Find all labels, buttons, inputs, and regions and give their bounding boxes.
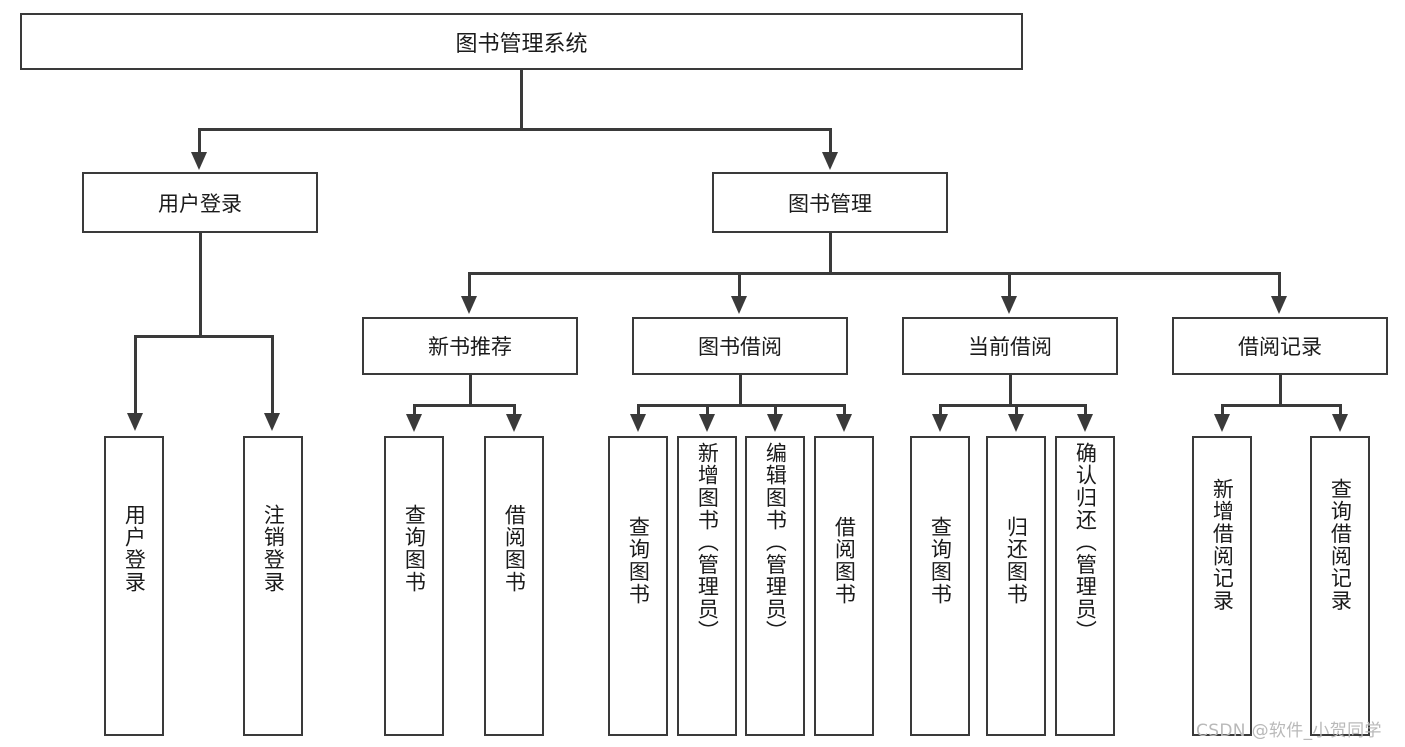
connector-book-mgmt-c3	[1008, 272, 1011, 298]
connector-current-leaf2	[1015, 404, 1018, 416]
connector-root-to-user-login	[198, 128, 201, 154]
connector-newbook-stem	[469, 375, 472, 405]
leaf-query-book-borrow[interactable]: 查询图书	[608, 436, 668, 736]
node-book-management-label: 图书管理	[788, 191, 872, 216]
connector-record-stem	[1279, 375, 1282, 405]
arrow-current-leaf3	[1077, 414, 1093, 432]
connector-record-bus	[1221, 404, 1339, 407]
connector-borrow-stem	[739, 375, 742, 405]
connector-root-bus	[198, 128, 832, 131]
leaf-add-book-admin[interactable]: 新增图书（管理员）	[677, 436, 737, 736]
arrow-root-to-user-login	[191, 152, 207, 170]
connector-newbook-leaf2	[513, 404, 516, 416]
connector-newbook-bus	[413, 404, 515, 407]
node-user-login[interactable]: 用户登录	[82, 172, 318, 233]
connector-borrow-leaf2	[706, 404, 709, 416]
node-root[interactable]: 图书管理系统	[20, 13, 1023, 70]
leaf-borrow-book-newbook[interactable]: 借阅图书	[484, 436, 544, 736]
connector-user-login-bus	[134, 335, 273, 338]
leaf-query-book-current[interactable]: 查询图书	[910, 436, 970, 736]
connector-root-stem	[520, 70, 523, 128]
node-borrow-record[interactable]: 借阅记录	[1172, 317, 1388, 375]
leaf-query-borrow-record[interactable]: 查询借阅记录	[1310, 436, 1370, 736]
connector-book-mgmt-bus	[468, 272, 1280, 275]
arrow-borrow-leaf3	[767, 414, 783, 432]
node-new-book-recommend[interactable]: 新书推荐	[362, 317, 578, 375]
leaf-user-login-label: 用户登录	[122, 504, 147, 594]
leaf-add-book-admin-label: 新增图书（管理员）	[695, 442, 720, 643]
arrow-book-mgmt-c2	[731, 296, 747, 314]
connector-newbook-leaf1	[413, 404, 416, 416]
leaf-edit-book-admin-label: 编辑图书（管理员）	[763, 442, 788, 643]
node-root-label: 图书管理系统	[455, 31, 588, 57]
leaf-query-book-current-label: 查询图书	[928, 516, 953, 606]
node-book-borrow-label: 图书借阅	[698, 335, 782, 359]
arrow-borrow-leaf2	[699, 414, 715, 432]
arrow-borrow-leaf1	[630, 414, 646, 432]
node-book-borrow[interactable]: 图书借阅	[632, 317, 848, 375]
arrow-root-to-book-mgmt	[822, 152, 838, 170]
leaf-query-book-newbook[interactable]: 查询图书	[384, 436, 444, 736]
leaf-borrow-book-borrow-label: 借阅图书	[832, 516, 857, 606]
arrow-newbook-leaf2	[506, 414, 522, 432]
leaf-confirm-return-admin[interactable]: 确认归还（管理员）	[1055, 436, 1115, 736]
leaf-borrow-book-borrow[interactable]: 借阅图书	[814, 436, 874, 736]
leaf-query-book-borrow-label: 查询图书	[626, 516, 651, 606]
leaf-confirm-return-admin-label: 确认归还（管理员）	[1073, 442, 1098, 643]
leaf-edit-book-admin[interactable]: 编辑图书（管理员）	[745, 436, 805, 736]
node-borrow-record-label: 借阅记录	[1238, 335, 1322, 359]
arrow-record-leaf1	[1214, 414, 1230, 432]
node-current-borrow-label: 当前借阅	[968, 335, 1052, 359]
csdn-watermark: CSDN @软件_小贺同学	[1196, 721, 1382, 741]
arrow-book-mgmt-c4	[1271, 296, 1287, 314]
arrow-current-leaf2	[1008, 414, 1024, 432]
connector-borrow-leaf1	[637, 404, 640, 416]
node-new-book-recommend-label: 新书推荐	[428, 335, 512, 359]
leaf-return-book[interactable]: 归还图书	[986, 436, 1046, 736]
leaf-add-borrow-record[interactable]: 新增借阅记录	[1192, 436, 1252, 736]
leaf-add-borrow-record-label: 新增借阅记录	[1210, 478, 1235, 612]
connector-root-to-book-mgmt	[829, 128, 832, 154]
connector-borrow-leaf4	[843, 404, 846, 416]
leaf-logout[interactable]: 注销登录	[243, 436, 303, 736]
arrow-borrow-leaf4	[836, 414, 852, 432]
leaf-borrow-book-newbook-label: 借阅图书	[502, 504, 527, 594]
arrow-current-leaf1	[932, 414, 948, 432]
arrow-user-login-leaf1	[127, 413, 143, 431]
connector-record-leaf2	[1339, 404, 1342, 416]
connector-book-mgmt-c4	[1278, 272, 1281, 298]
connector-book-mgmt-c2	[738, 272, 741, 298]
connector-current-stem	[1009, 375, 1012, 405]
arrow-book-mgmt-c1	[461, 296, 477, 314]
leaf-user-login[interactable]: 用户登录	[104, 436, 164, 736]
connector-user-login-stem	[199, 233, 202, 335]
node-user-login-label: 用户登录	[158, 191, 242, 216]
arrow-user-login-leaf2	[264, 413, 280, 431]
connector-book-mgmt-stem	[829, 233, 832, 273]
connector-user-login-leaf2	[271, 335, 274, 415]
connector-user-login-leaf1	[134, 335, 137, 415]
leaf-query-book-newbook-label: 查询图书	[402, 504, 427, 594]
connector-record-leaf1	[1221, 404, 1224, 416]
node-current-borrow[interactable]: 当前借阅	[902, 317, 1118, 375]
arrow-record-leaf2	[1332, 414, 1348, 432]
node-book-management[interactable]: 图书管理	[712, 172, 948, 233]
connector-borrow-bus	[637, 404, 844, 407]
connector-borrow-leaf3	[774, 404, 777, 416]
leaf-return-book-label: 归还图书	[1004, 516, 1029, 606]
connector-current-leaf3	[1084, 404, 1087, 416]
connector-current-bus	[939, 404, 1086, 407]
connector-current-leaf1	[939, 404, 942, 416]
leaf-query-borrow-record-label: 查询借阅记录	[1328, 478, 1353, 612]
leaf-logout-label: 注销登录	[261, 504, 286, 594]
connector-book-mgmt-c1	[468, 272, 471, 298]
arrow-newbook-leaf1	[406, 414, 422, 432]
arrow-book-mgmt-c3	[1001, 296, 1017, 314]
